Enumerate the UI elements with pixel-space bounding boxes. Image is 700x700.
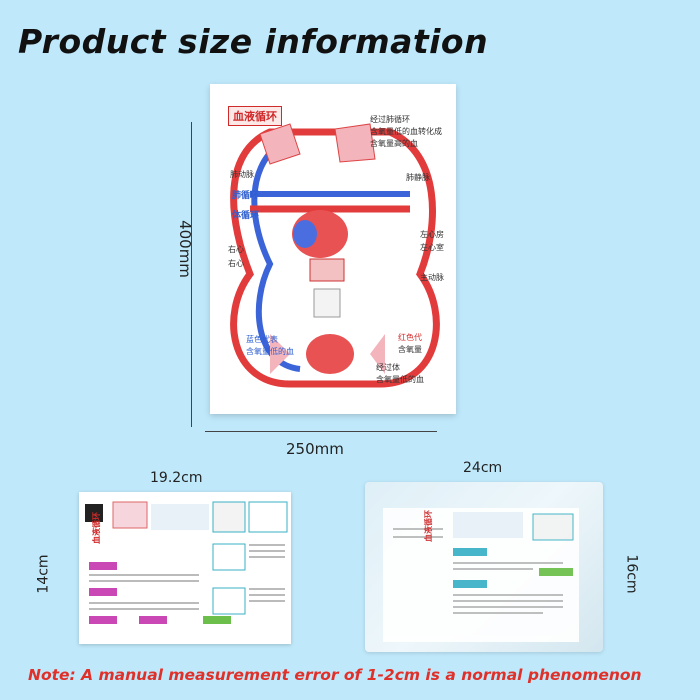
board-label: 经过体 [376,363,400,372]
circulation-diagram [230,123,440,388]
board-height-label: 400mm [176,220,194,278]
board-label: 主动脉 [420,273,444,282]
board-label: 蓝色代表 [246,335,278,344]
packaging-bag: 血液循环 [365,482,603,652]
bag-width-label: 24cm [463,460,503,476]
page-title: Product size information [18,22,489,61]
board-label: 经过肺循环 [370,115,410,124]
board-label: 左心房 [420,230,444,239]
board-tag: 血液循环 [228,106,282,126]
board-label: 右心 [228,259,244,268]
card-width-label: 19.2cm [150,470,203,486]
board-label: 肺动脉 [230,170,254,179]
card-height-label: 14cm [35,554,52,594]
board-label: 含氧量低的血 [246,347,294,356]
board-label: 右心 [228,245,244,254]
board-label: 肺静脉 [406,173,430,182]
board-label: 含氧量 [398,345,422,354]
board-label: 含氧量低的血 [376,375,424,384]
bag-card-illustration [393,512,574,614]
board-label: 红色代 [398,333,422,342]
circulation-board: 血液循环 经过肺循环 含氧量低的血转化成 含氧量高的血 肺动脉 肺循环 体循环 … [210,84,456,414]
measurement-note: Note: A manual measurement error of 1-2c… [28,666,642,684]
board-label: 体循环 [232,211,260,221]
bag-inner-card: 血液循环 [383,508,579,642]
height-dimension-line [191,122,192,427]
width-dimension-line [205,431,437,432]
instruction-card: 血液循环 [79,492,291,644]
board-label: 肺循环 [232,191,260,201]
instruction-card-illustration [85,501,288,624]
bag-height-label: 16cm [623,554,640,594]
bag-tag: 血液循环 [424,510,433,542]
board-label: 左心室 [420,243,444,252]
board-label: 含氧量高的血 [370,139,418,148]
board-width-label: 250mm [286,440,344,458]
card-tag: 血液循环 [92,512,101,544]
board-label: 含氧量低的血转化成 [370,127,442,136]
